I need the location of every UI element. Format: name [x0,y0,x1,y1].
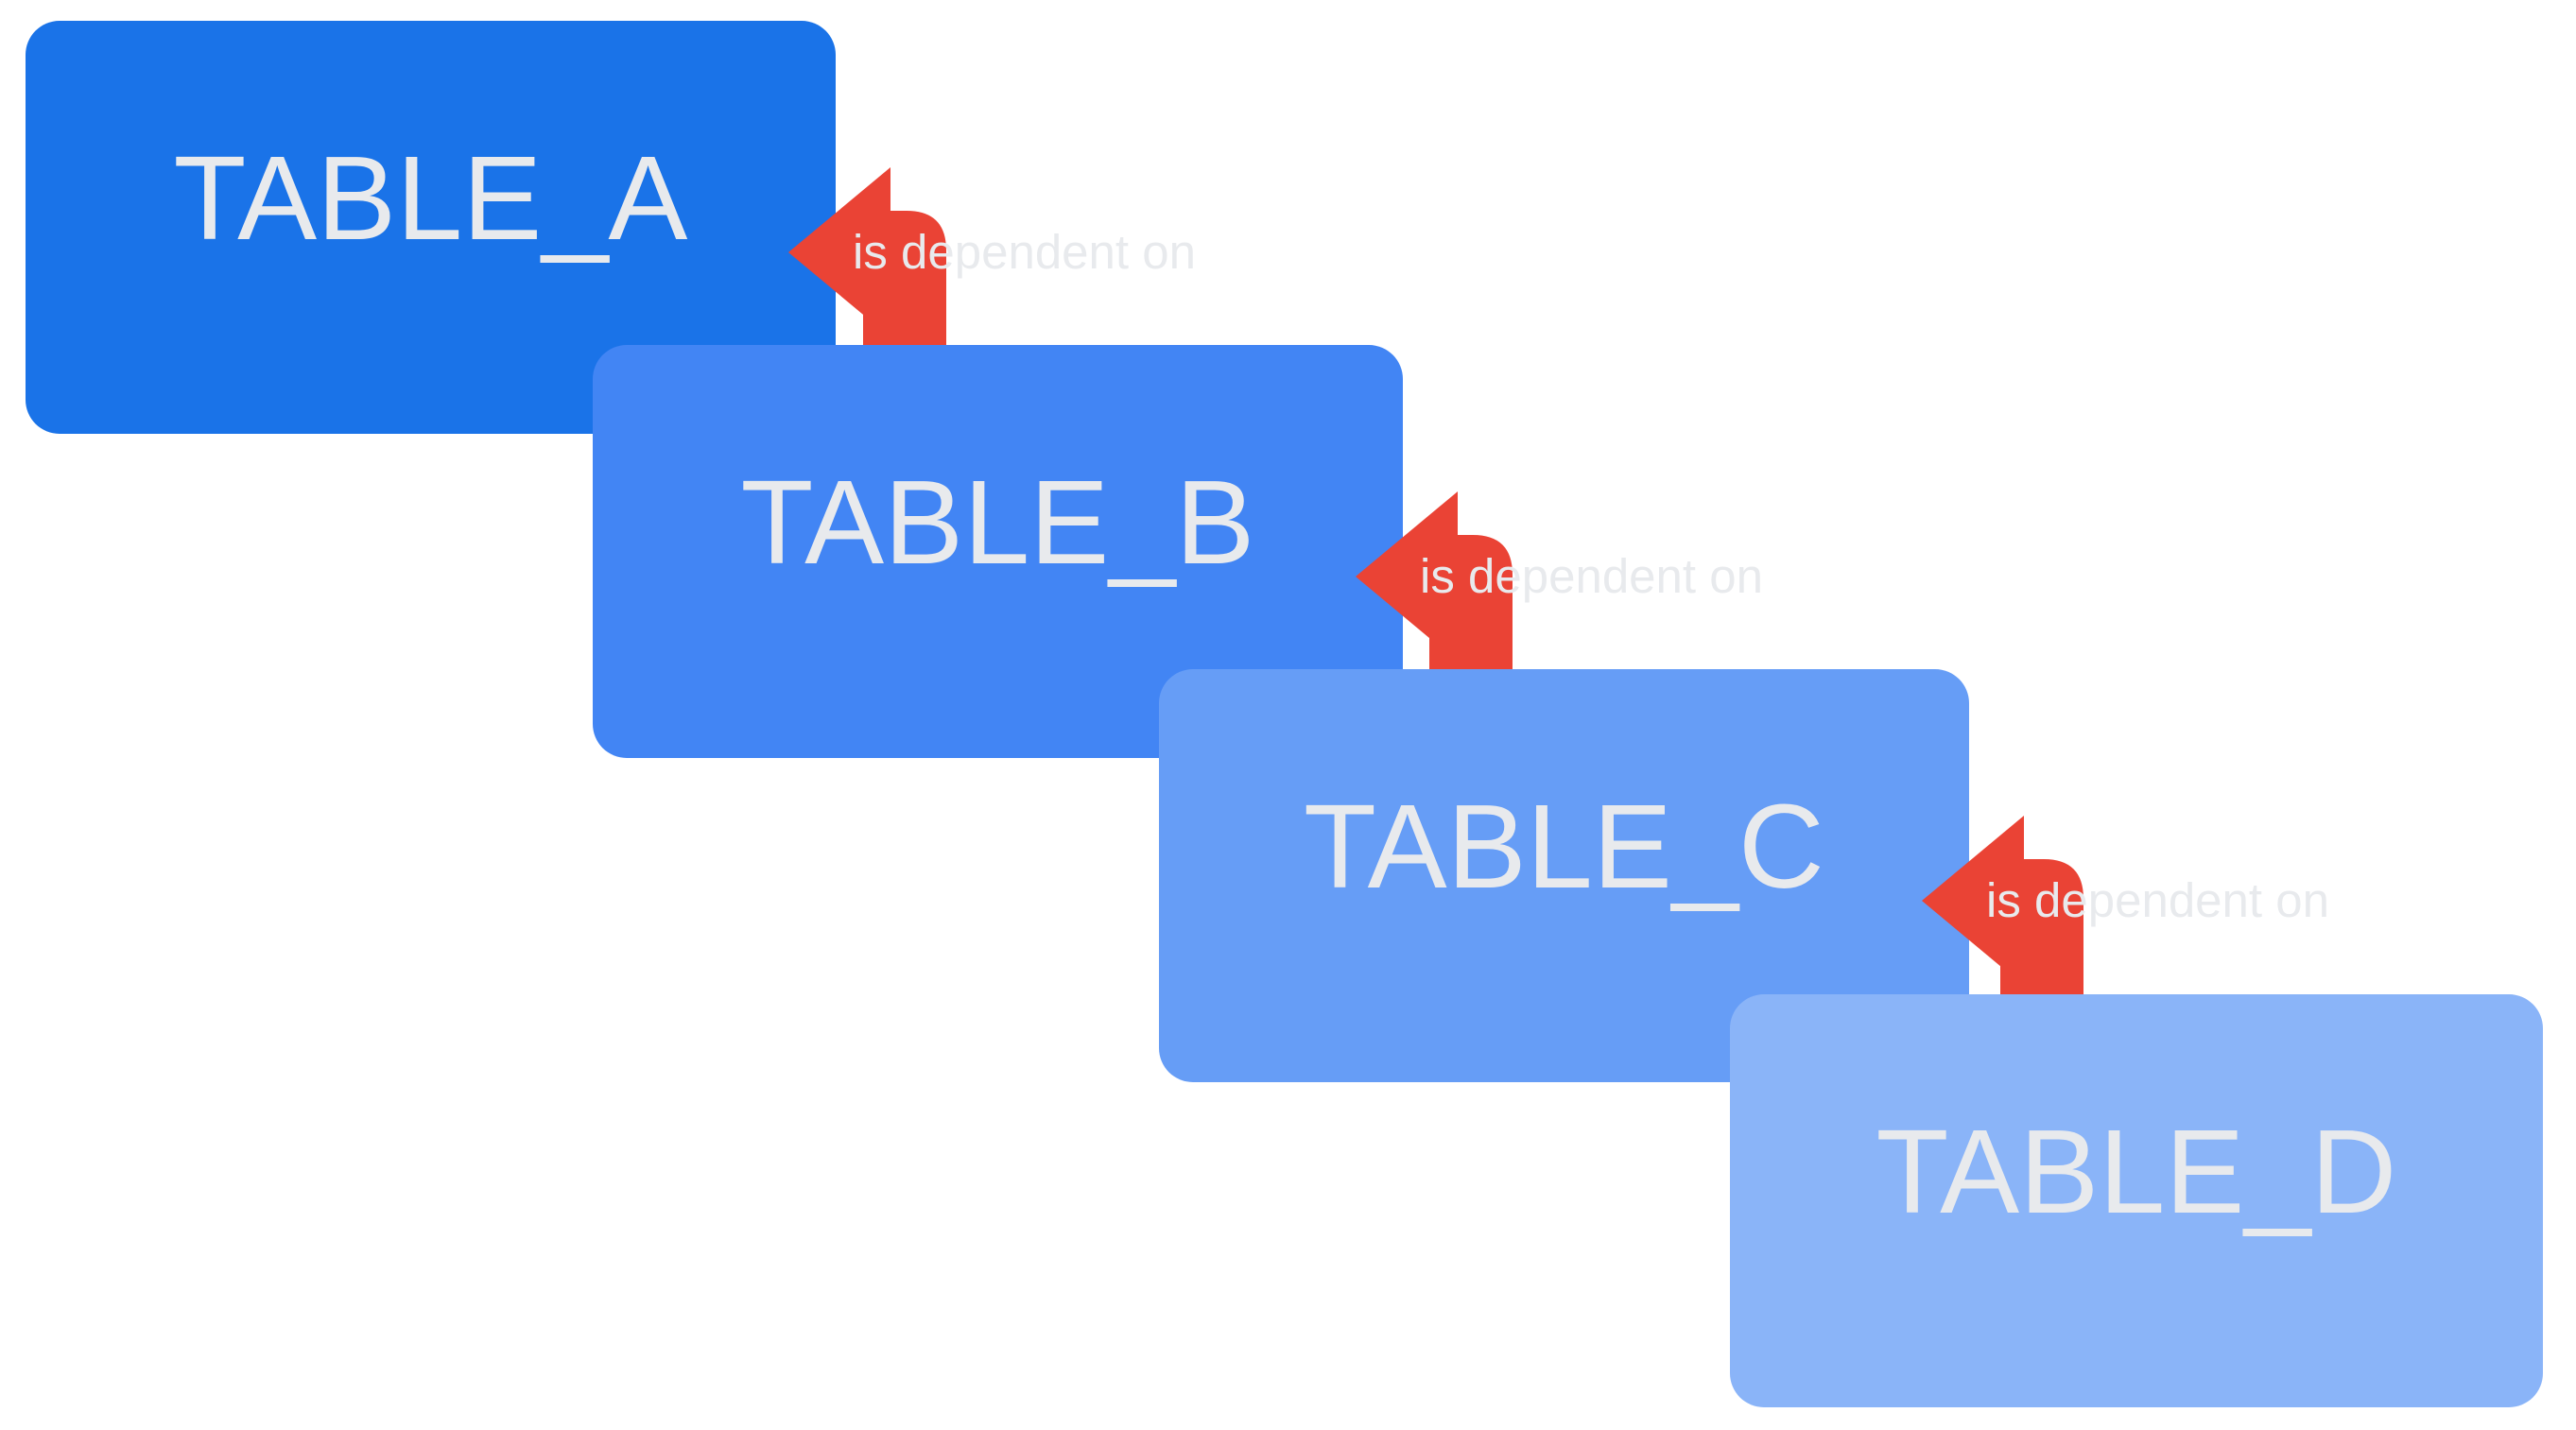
node-label-table-b: TABLE_B [740,456,1255,589]
edge-label-d-to-c: is dependent on [1986,873,2329,927]
node-table-d[interactable]: TABLE_D [1730,994,2543,1407]
node-label-table-c: TABLE_C [1304,780,1824,913]
edge-c-to-b[interactable]: is dependent on [1356,491,1763,677]
node-label-table-a: TABLE_A [173,131,688,265]
node-table-a[interactable]: TABLE_A [26,21,836,434]
node-label-table-d: TABLE_D [1876,1105,2397,1238]
edge-d-to-c-arrow-icon [1922,816,2083,1002]
edge-b-to-a[interactable]: is dependent on [788,167,1196,353]
edge-b-to-a-arrow-icon [788,167,946,353]
edge-d-to-c[interactable]: is dependent on [1922,816,2329,1002]
edge-c-to-b-arrow-icon [1356,491,1513,677]
edge-label-c-to-b: is dependent on [1420,549,1763,603]
edge-label-b-to-a: is dependent on [853,225,1196,279]
